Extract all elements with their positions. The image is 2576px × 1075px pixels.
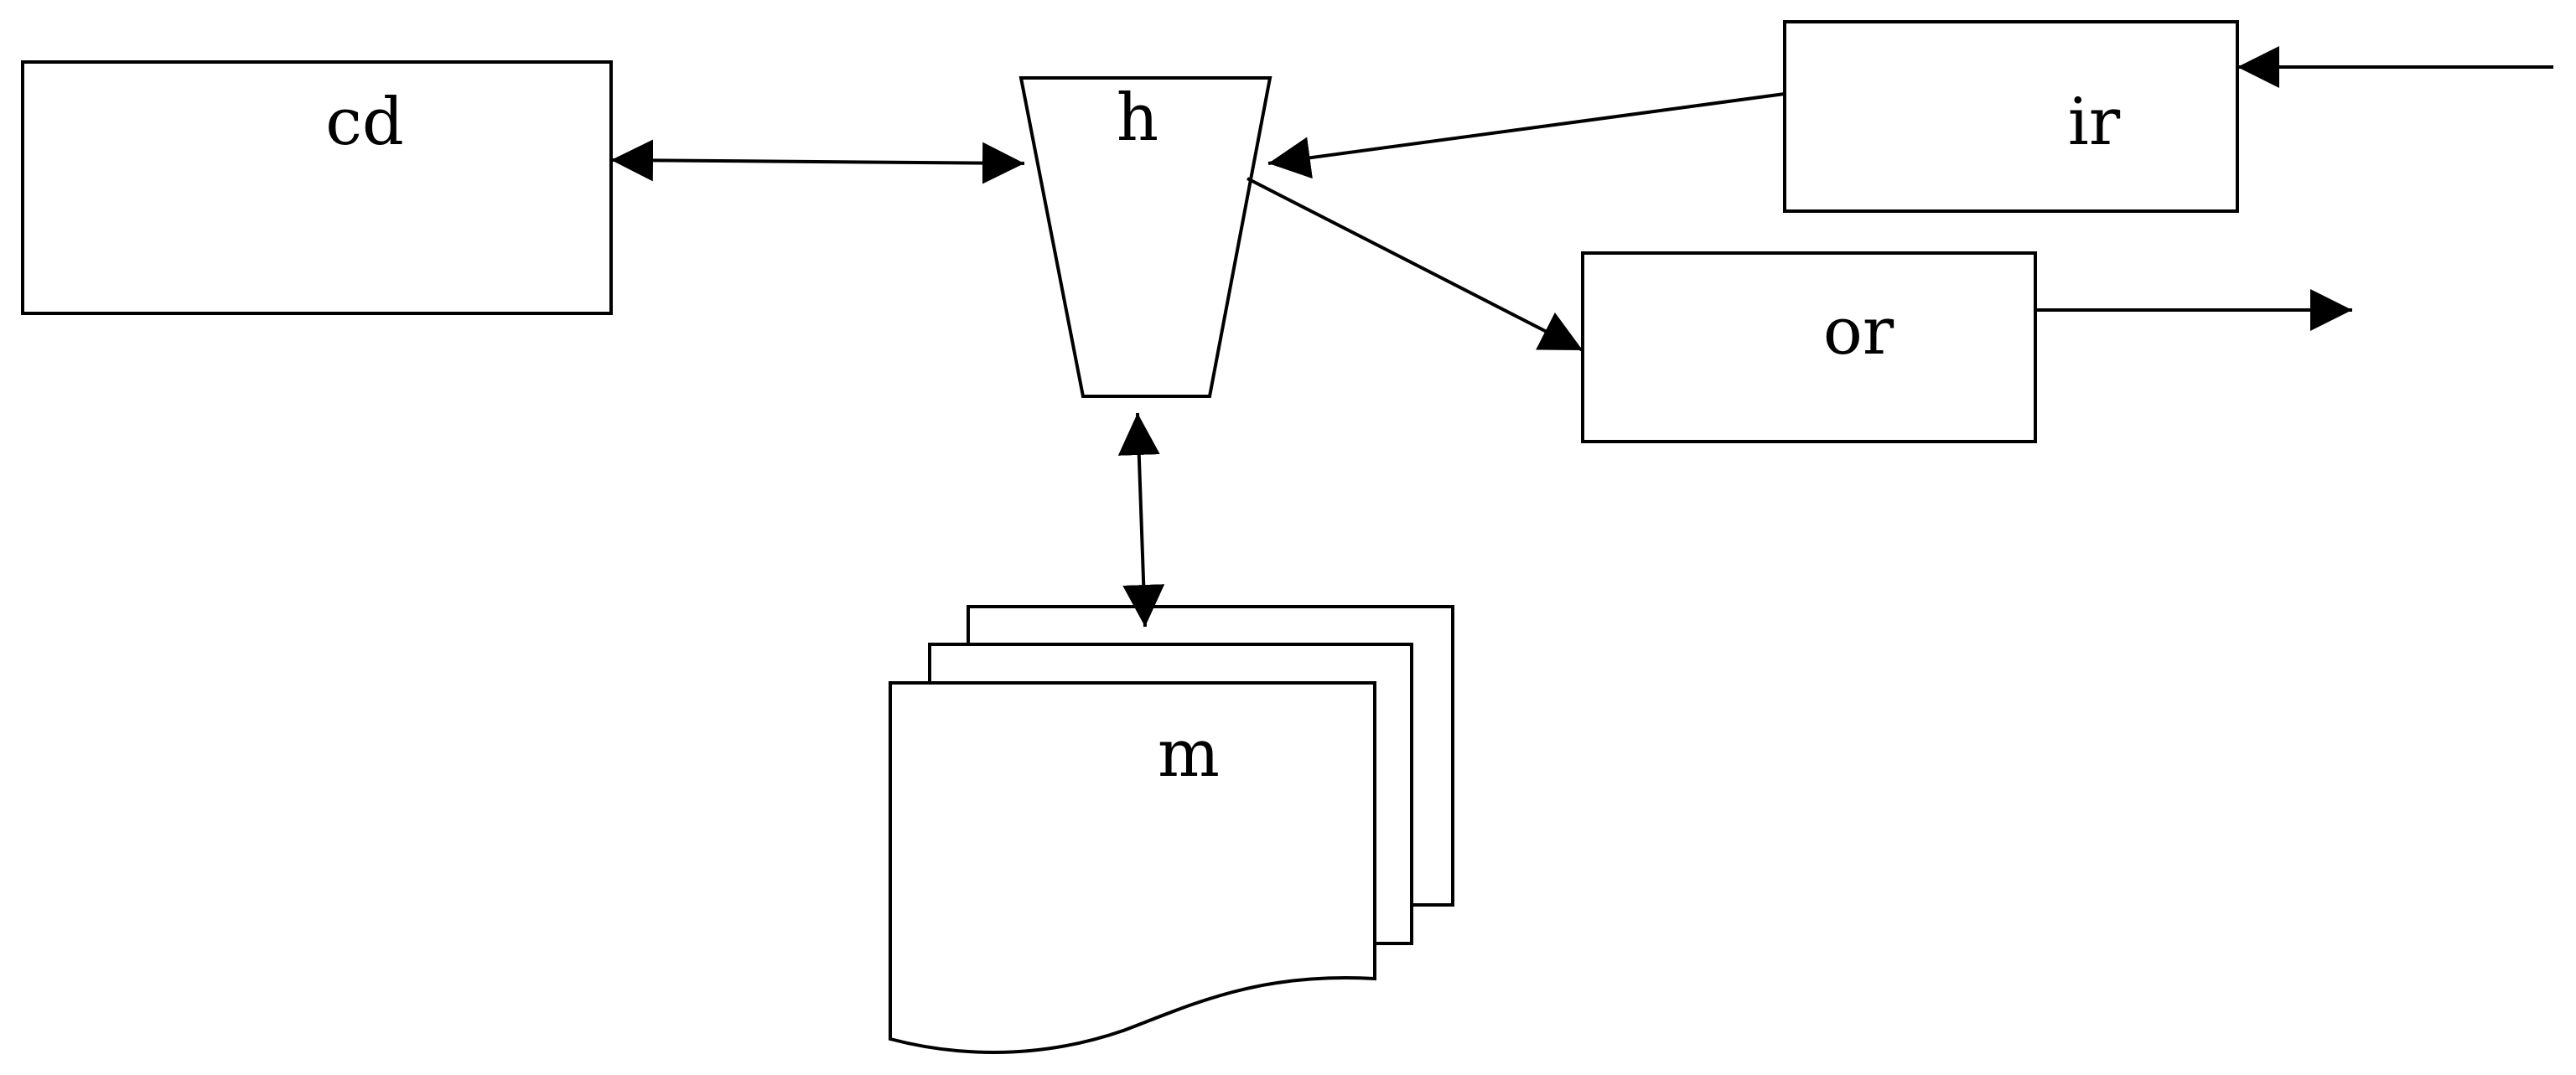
node-m-label: m xyxy=(1158,716,1220,792)
node-cd-box xyxy=(21,60,613,315)
node-or-box xyxy=(1581,251,2037,443)
node-h-trapezoid xyxy=(1018,76,1272,398)
node-m: m xyxy=(889,605,1454,1054)
edge-ir-h xyxy=(1267,92,1786,179)
node-h: h xyxy=(1018,76,1272,398)
node-or-label: or xyxy=(1823,294,1894,370)
edge-cd-h xyxy=(610,139,1025,184)
node-m-doc-front xyxy=(889,681,1376,1054)
node-cd-label: cd xyxy=(325,85,404,160)
edge-h-m xyxy=(1117,412,1165,628)
edge-h-or xyxy=(1247,177,1583,352)
node-ir: ir xyxy=(1783,20,2239,213)
node-h-label: h xyxy=(1117,80,1158,156)
node-or: or xyxy=(1581,251,2037,443)
node-cd: cd xyxy=(21,60,613,315)
node-ir-box xyxy=(1783,20,2239,213)
node-ir-label: ir xyxy=(2068,85,2121,160)
